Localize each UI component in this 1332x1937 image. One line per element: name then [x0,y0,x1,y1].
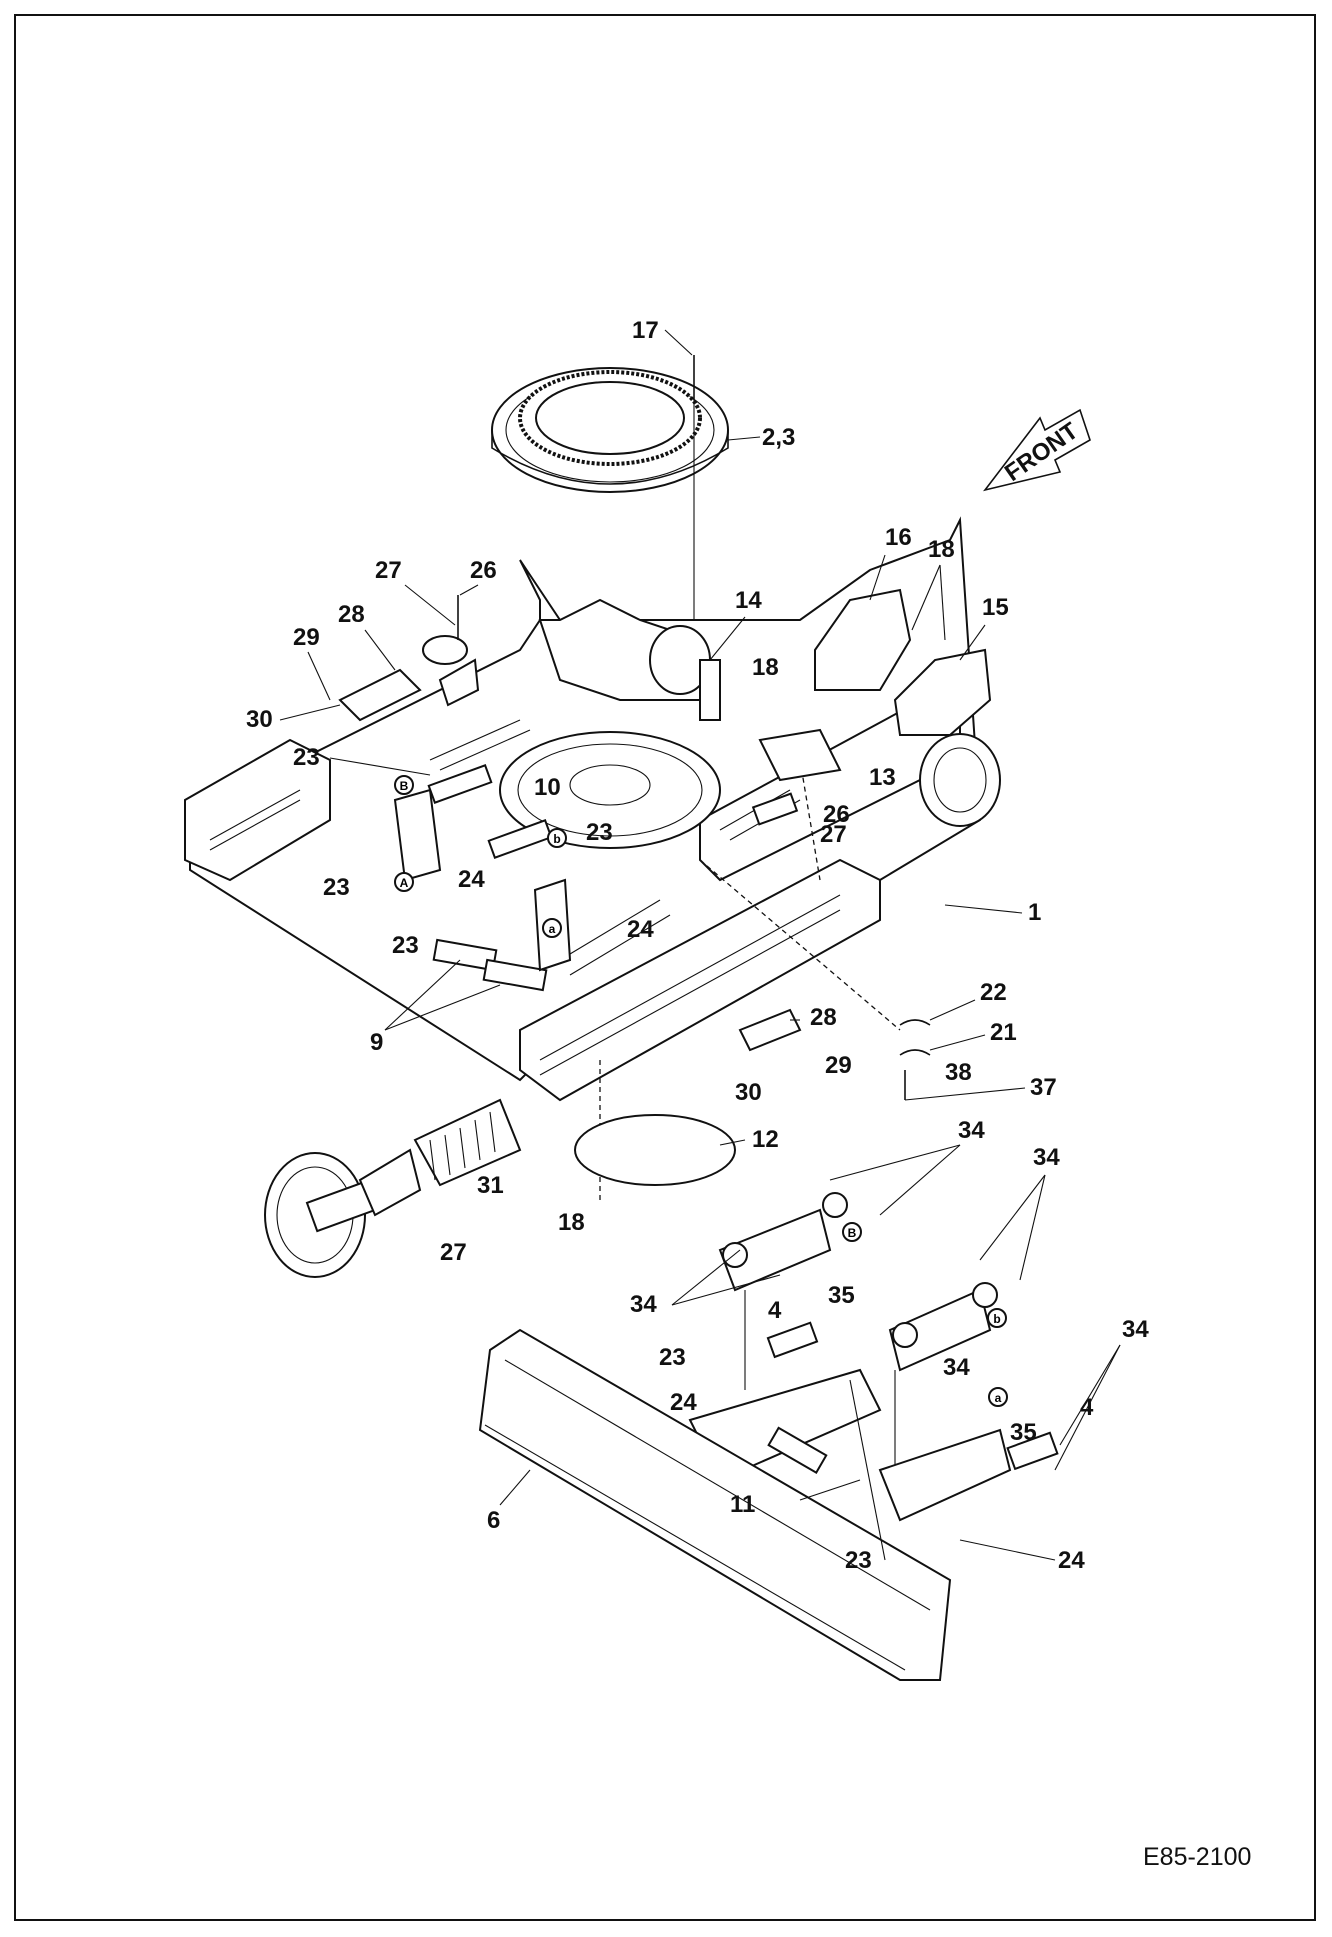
callout-12: 12 [752,1126,779,1153]
shim-plate [574,1114,736,1186]
callout-labels: 17 2,3 16 18 15 27 26 14 28 29 30 18 23 … [246,317,1149,1574]
guide-line [699,859,901,1031]
callout-24: 24 [627,916,654,943]
callout-34: 34 [1033,1144,1060,1171]
callout-29: 29 [825,1052,852,1079]
callout-30: 30 [246,706,273,733]
callout-24: 24 [1058,1547,1085,1574]
callout-30: 30 [735,1079,762,1106]
callout-23: 23 [323,874,350,901]
dozer-cylinders [718,1192,998,1490]
drawing-frame [14,14,1316,1921]
circle-marks: B A b a B b a [394,775,1008,1407]
callout-2-3: 2,3 [762,424,795,451]
circle-mark-a: a [995,1391,1002,1405]
callout-18: 18 [928,536,955,563]
callout-13: 13 [869,764,896,791]
callout-29: 29 [293,624,320,651]
callout-14: 14 [735,587,762,614]
callout-23: 23 [392,932,419,959]
callout-16: 16 [885,524,912,551]
drawing-code: E85-2100 [1143,1843,1251,1871]
cover-plates [699,588,992,782]
callout-22: 22 [980,979,1007,1006]
callout-10: 10 [534,774,561,801]
callout-24: 24 [458,866,485,893]
callout-26: 26 [823,801,850,828]
callout-27: 27 [820,821,847,848]
callout-23: 23 [659,1344,686,1371]
callout-34: 34 [630,1291,657,1318]
callout-27: 27 [440,1239,467,1266]
idler-recoil-assembly [264,1098,522,1278]
callout-4: 4 [768,1297,782,1324]
callout-35: 35 [1010,1419,1037,1446]
callout-21: 21 [990,1019,1017,1046]
circle-mark-b: b [553,832,560,846]
callout-17: 17 [632,317,659,344]
leader-lines [279,329,1121,1561]
callout-26: 26 [470,557,497,584]
callout-6: 6 [487,1507,500,1534]
circle-mark-A: A [400,876,409,890]
callout-27: 27 [375,557,402,584]
callout-34: 34 [958,1117,985,1144]
callout-38: 38 [945,1059,972,1086]
blade-cylinder-mounts [393,764,799,992]
callout-1: 1 [1028,899,1041,926]
callout-23: 23 [293,744,320,771]
guide-line [799,759,821,881]
circle-mark-a: a [549,922,556,936]
callout-9: 9 [370,1029,383,1056]
callout-23: 23 [845,1547,872,1574]
lower-frame [184,516,1001,1102]
callout-11: 11 [730,1491,755,1518]
callout-18: 18 [558,1209,585,1236]
callout-24: 24 [670,1389,697,1416]
dozer-blade [478,1328,952,1681]
callout-23: 23 [586,819,613,846]
circle-mark-B: B [400,779,409,793]
callout-28: 28 [810,1004,837,1031]
callout-35: 35 [828,1282,855,1309]
callout-18: 18 [752,654,779,681]
swing-bearing [491,367,729,493]
lower-small-parts [738,1008,931,1100]
callout-34: 34 [943,1354,970,1381]
callout-34: 34 [1122,1316,1149,1343]
front-arrow: FRONT [982,408,1091,492]
circle-mark-b: b [993,1312,1000,1326]
callout-31: 31 [477,1172,504,1199]
callout-37: 37 [1030,1074,1057,1101]
left-bracket-parts [338,595,480,722]
callout-28: 28 [338,601,365,628]
circle-mark-B: B [848,1226,857,1240]
callout-15: 15 [982,594,1009,621]
